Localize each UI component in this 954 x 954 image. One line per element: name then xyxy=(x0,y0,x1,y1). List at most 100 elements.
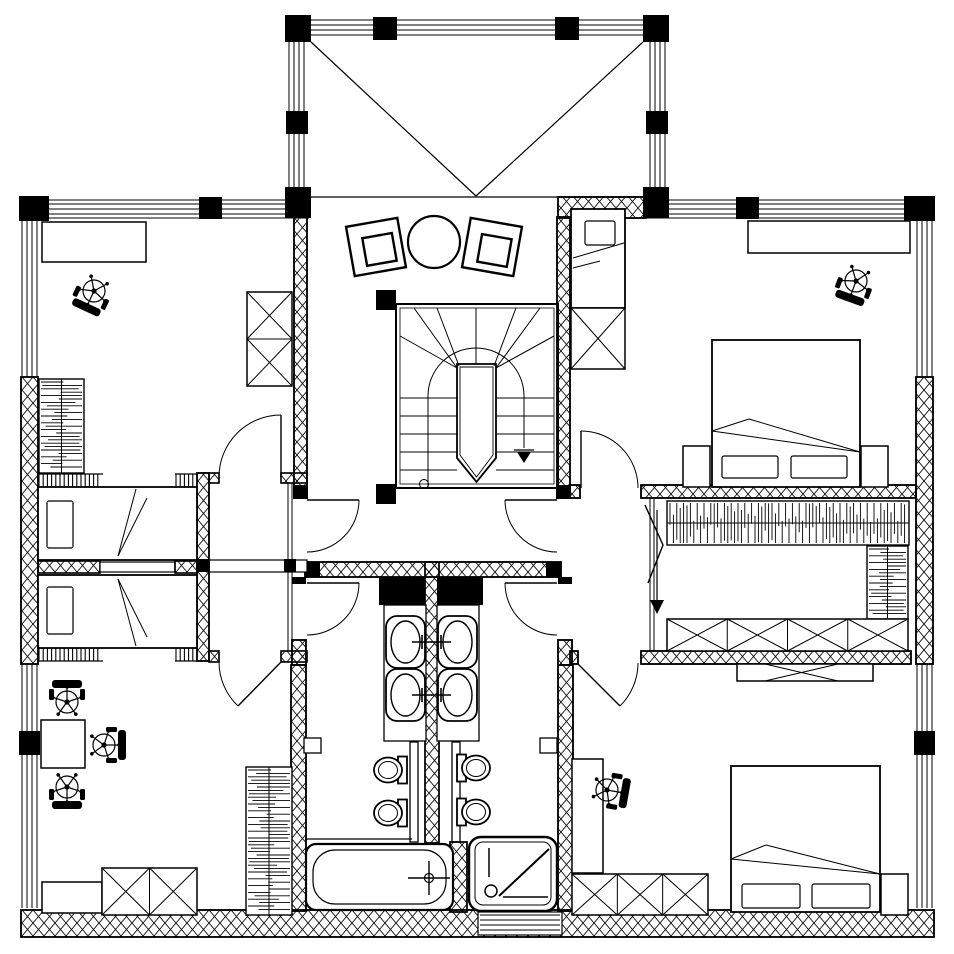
balcony-pier xyxy=(643,187,669,218)
closet-cabinets xyxy=(666,618,909,652)
layer-doors xyxy=(218,414,664,707)
stair-winder xyxy=(493,307,517,367)
bed-double xyxy=(711,339,861,488)
layer-furniture xyxy=(37,208,911,916)
pillow xyxy=(584,220,616,246)
tub-drain xyxy=(423,872,435,884)
pier xyxy=(556,486,571,499)
nightstand xyxy=(880,873,909,916)
pier xyxy=(305,562,320,577)
stair-newel xyxy=(376,290,396,310)
layer-fixtures xyxy=(304,577,559,913)
balcony-pier xyxy=(555,17,579,40)
cabinet xyxy=(101,867,198,916)
pier xyxy=(736,197,759,219)
closet-nw-south-wall xyxy=(280,650,308,663)
closet-nw-south-wall xyxy=(208,650,220,663)
layer-balcony xyxy=(285,15,669,218)
door-arc xyxy=(306,582,360,636)
wall-closet-south xyxy=(640,650,912,665)
office-chair xyxy=(591,772,631,810)
wall-hall-west xyxy=(293,216,308,487)
wardrobe-rail xyxy=(245,766,293,916)
desk xyxy=(41,221,147,263)
bathtub xyxy=(304,842,455,912)
office-chair xyxy=(72,274,109,317)
cabinet xyxy=(246,291,293,387)
balcony-rail-north xyxy=(288,19,664,36)
stair-winder xyxy=(399,335,458,369)
door-arc xyxy=(504,499,558,553)
slide-arrow-head xyxy=(650,600,664,614)
desk xyxy=(571,758,604,874)
blanket-fold xyxy=(572,260,601,269)
shower-drain xyxy=(484,884,498,898)
closet-rail xyxy=(666,500,910,546)
pier xyxy=(19,196,49,221)
stair-void-inner xyxy=(459,366,494,478)
stair-outer xyxy=(395,303,559,489)
blanket-fold xyxy=(730,844,767,860)
shower-tray xyxy=(467,835,559,913)
door-leaf xyxy=(237,661,282,707)
exterior-wall-west xyxy=(20,376,39,665)
stair-winder xyxy=(495,307,541,369)
bed-single xyxy=(570,208,626,309)
window-band-north-east xyxy=(645,199,934,219)
pillow xyxy=(811,883,871,909)
wall-closet-south xyxy=(569,650,579,665)
stair-newel xyxy=(376,484,396,504)
blanket-fold xyxy=(711,430,861,453)
balcony-diagonal xyxy=(475,41,644,197)
closet-rail xyxy=(866,545,909,620)
pillow xyxy=(741,883,801,909)
toilet xyxy=(373,798,408,828)
blanket-fold xyxy=(711,418,750,432)
pier xyxy=(558,577,572,584)
office-chair xyxy=(835,264,872,306)
round-table xyxy=(406,214,462,270)
sink xyxy=(385,668,432,722)
cabinet xyxy=(570,307,626,370)
nightstand xyxy=(682,445,711,488)
closet-nw-north-wall xyxy=(208,472,220,484)
toilet xyxy=(456,797,491,827)
pier-east xyxy=(914,731,935,755)
window-west-upper xyxy=(21,219,38,377)
wardrobe xyxy=(571,873,709,916)
armchair xyxy=(344,216,408,278)
closet-entry-lines xyxy=(649,497,655,651)
bed-double xyxy=(730,765,881,913)
sink xyxy=(431,668,478,722)
wall-niche xyxy=(539,737,558,754)
office-chair xyxy=(49,773,85,809)
alcove-divider xyxy=(37,560,101,574)
vanity-counter-top xyxy=(379,577,425,605)
wardrobe-rail xyxy=(38,378,85,474)
wall-bedroom-ne-south xyxy=(569,484,581,499)
dresser xyxy=(736,663,874,682)
closet-nw-north-wall xyxy=(280,472,308,484)
partition-comb xyxy=(175,473,197,487)
pier xyxy=(904,196,935,221)
nightstand xyxy=(860,445,889,488)
balcony-pier xyxy=(286,111,308,134)
shower-diagonal xyxy=(498,848,550,897)
partition-comb xyxy=(38,473,103,487)
pier xyxy=(292,577,306,584)
pier xyxy=(284,559,296,572)
pier xyxy=(546,562,561,577)
pier-west xyxy=(19,731,40,755)
pier xyxy=(197,559,210,572)
window-east-upper xyxy=(916,219,933,377)
alcove-divider xyxy=(174,560,198,574)
office-chair xyxy=(49,680,85,716)
alcove-divider-opening xyxy=(99,561,176,573)
wc-stub-wall xyxy=(409,741,419,843)
stair-winder xyxy=(436,307,460,367)
blanket-fold xyxy=(117,488,137,557)
bed-single xyxy=(37,486,198,561)
table xyxy=(40,719,86,769)
